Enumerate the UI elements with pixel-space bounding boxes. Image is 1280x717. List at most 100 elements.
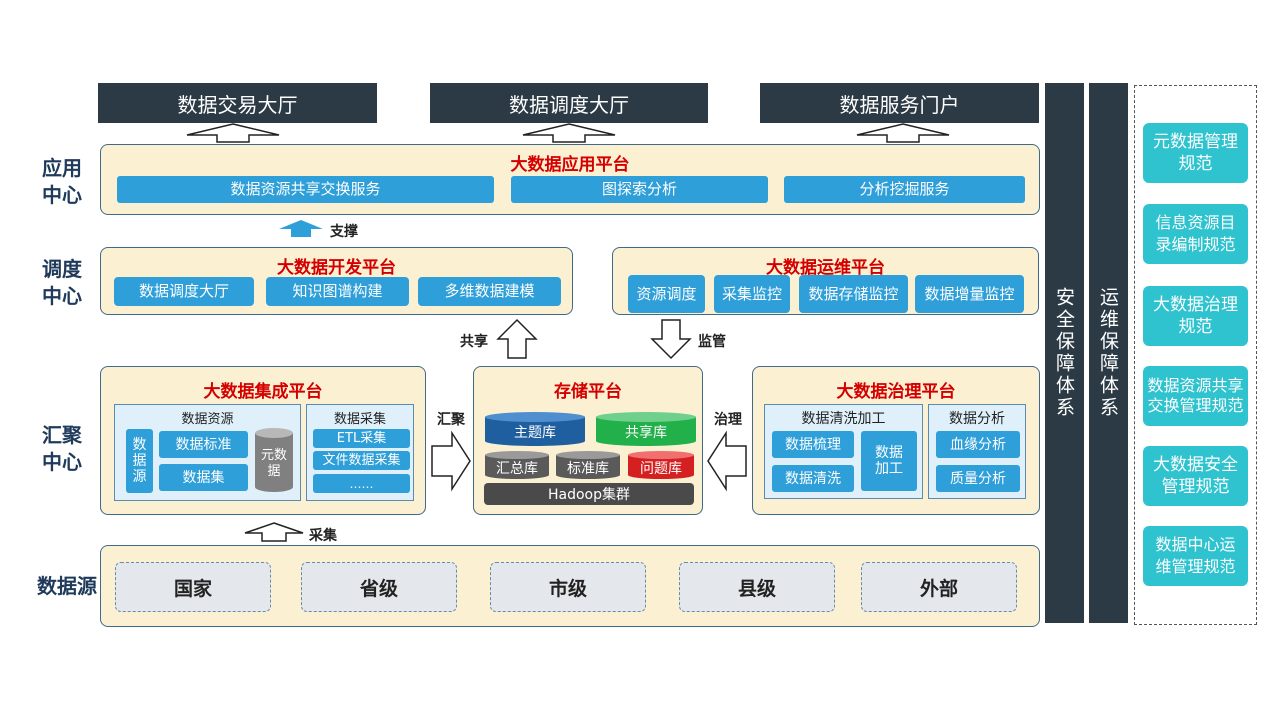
support-label: 支撑 — [330, 224, 358, 240]
ops-guarantee-label: 运维保障体系 — [1097, 287, 1119, 419]
row-label-line: 应用 — [42, 156, 82, 180]
aggregate-label: 汇聚 — [437, 412, 465, 428]
file-collection-button[interactable]: 文件数据采集 — [313, 451, 410, 470]
app-platform-panel: 大数据应用平台 数据资源共享交换服务 图探索分析 分析挖掘服务 — [100, 144, 1040, 215]
row-label-data-source: 数据源 — [37, 574, 97, 598]
row-label-dispatch-center: 调度 中心 — [30, 256, 94, 310]
standard-item[interactable]: 大数据安全管理规范 — [1143, 446, 1248, 506]
data-cleaning-button[interactable]: 数据清洗 — [772, 465, 854, 492]
app-platform-title: 大数据应用平台 — [510, 155, 630, 175]
hadoop-cluster: Hadoop集群 — [484, 483, 694, 505]
portal-data-service: 数据服务门户 — [760, 83, 1039, 123]
dispatch-hall-button[interactable]: 数据调度大厅 — [114, 277, 254, 306]
dataset-button[interactable]: 数据集 — [159, 464, 248, 491]
source-external[interactable]: 外部 — [861, 562, 1017, 612]
row-label-line: 中心 — [42, 183, 82, 207]
security-guarantee-label: 安全保障体系 — [1053, 287, 1075, 419]
data-processing-button[interactable]: 数据加工 — [861, 431, 917, 491]
collect-label: 采集 — [309, 528, 337, 544]
topic-db-label: 主题库 — [514, 425, 556, 441]
database-icon — [485, 451, 549, 479]
arrow-up-icon — [496, 318, 538, 359]
data-source-button[interactable]: 数据源 — [126, 429, 153, 493]
share-label: 共享 — [460, 334, 488, 350]
standard-item[interactable]: 大数据治理规范 — [1143, 286, 1248, 346]
more-collection-button[interactable]: …… — [313, 474, 410, 493]
data-sorting-button[interactable]: 数据梳理 — [772, 431, 854, 458]
governance-platform-panel: 大数据治理平台 数据清洗加工 数据梳理 数据清洗 数据加工 数据分析 血缘分析 … — [752, 366, 1040, 515]
integration-platform-title: 大数据集成平台 — [203, 382, 323, 402]
source-national[interactable]: 国家 — [115, 562, 271, 612]
sharing-exchange-service-button[interactable]: 数据资源共享交换服务 — [117, 176, 494, 203]
row-label-gather-center: 汇聚 中心 — [30, 422, 94, 476]
shared-db-label: 共享库 — [625, 425, 667, 441]
issue-db-label: 问题库 — [640, 461, 682, 477]
storage-platform-title: 存储平台 — [554, 382, 622, 402]
security-guarantee-bar: 安全保障体系 — [1045, 83, 1084, 623]
arrow-up-icon — [856, 123, 950, 143]
portal-data-trading-hall: 数据交易大厅 — [98, 83, 377, 123]
row-label-line: 中心 — [42, 450, 82, 474]
portal-label: 数据调度大厅 — [509, 92, 629, 117]
data-collection-box: 数据采集 ETL采集 文件数据采集 …… — [306, 404, 414, 501]
database-icon — [556, 451, 620, 479]
ops-platform-panel: 大数据运维平台 资源调度 采集监控 数据存储监控 数据增量监控 — [612, 247, 1039, 315]
resource-scheduling-button[interactable]: 资源调度 — [628, 275, 705, 313]
ops-platform-title: 大数据运维平台 — [766, 258, 885, 278]
standards-column: 元数据管理规范 信息资源目录编制规范 大数据治理规范 数据资源共享交换管理规范 … — [1134, 85, 1257, 625]
storage-monitoring-button[interactable]: 数据存储监控 — [799, 275, 908, 313]
mining-service-button[interactable]: 分析挖掘服务 — [784, 176, 1025, 203]
governance-platform-title: 大数据治理平台 — [836, 382, 956, 402]
data-cleaning-box: 数据清洗加工 数据梳理 数据清洗 数据加工 — [764, 404, 923, 499]
row-label-line: 汇聚 — [42, 423, 82, 447]
arrow-up-icon — [244, 522, 304, 542]
metadata-label: 元数据 — [261, 448, 288, 479]
database-icon — [485, 412, 585, 446]
data-standard-button[interactable]: 数据标准 — [159, 431, 248, 458]
lineage-analysis-button[interactable]: 血缘分析 — [936, 431, 1020, 458]
source-provincial[interactable]: 省级 — [301, 562, 457, 612]
row-label-app-center: 应用 中心 — [30, 155, 94, 209]
multidim-modeling-button[interactable]: 多维数据建模 — [418, 277, 561, 306]
arrow-up-icon — [279, 220, 323, 237]
arrow-up-icon — [522, 123, 616, 143]
row-label-line: 中心 — [42, 284, 82, 308]
dev-platform-panel: 大数据开发平台 数据调度大厅 知识图谱构建 多维数据建模 — [100, 247, 573, 315]
dev-platform-title: 大数据开发平台 — [277, 258, 396, 278]
standard-item[interactable]: 数据中心运维管理规范 — [1143, 526, 1248, 586]
knowledge-graph-button[interactable]: 知识图谱构建 — [266, 277, 409, 306]
arrow-right-icon — [431, 430, 471, 492]
standard-item[interactable]: 元数据管理规范 — [1143, 123, 1248, 183]
quality-analysis-button[interactable]: 质量分析 — [936, 465, 1020, 492]
standard-db-label: 标准库 — [567, 461, 609, 477]
standard-item[interactable]: 信息资源目录编制规范 — [1143, 204, 1248, 264]
arrow-up-icon — [186, 123, 280, 143]
summary-db-label: 汇总库 — [496, 461, 538, 477]
data-source-panel: 国家 省级 市级 县级 外部 — [100, 545, 1040, 627]
data-resources-box: 数据资源 数据源 数据标准 数据集 元数据 — [114, 404, 301, 501]
standard-item[interactable]: 数据资源共享交换管理规范 — [1143, 366, 1248, 426]
data-cleaning-title: 数据清洗加工 — [801, 411, 886, 427]
data-analysis-title: 数据分析 — [949, 411, 1005, 427]
data-collection-title: 数据采集 — [333, 412, 386, 427]
integration-platform-panel: 大数据集成平台 数据资源 数据源 数据标准 数据集 元数据 数据采集 ETL采集… — [100, 366, 426, 515]
govern-label: 治理 — [714, 412, 742, 428]
source-county[interactable]: 县级 — [679, 562, 835, 612]
portal-data-dispatch-hall: 数据调度大厅 — [430, 83, 708, 123]
portal-label: 数据服务门户 — [839, 92, 960, 117]
source-city[interactable]: 市级 — [490, 562, 646, 612]
etl-collection-button[interactable]: ETL采集 — [313, 429, 410, 448]
database-icon — [596, 412, 696, 446]
row-label-line: 调度 — [42, 257, 82, 281]
data-analysis-box: 数据分析 血缘分析 质量分析 — [928, 404, 1026, 499]
graph-exploration-button[interactable]: 图探索分析 — [511, 176, 768, 203]
ops-guarantee-bar: 运维保障体系 — [1089, 83, 1128, 623]
database-icon — [255, 428, 293, 492]
storage-platform-panel: 存储平台 主题库 共享库 汇总库 标准库 问题库 Hadoop集群 — [473, 366, 703, 515]
portal-label: 数据交易大厅 — [177, 92, 298, 117]
arrow-left-icon — [707, 430, 747, 492]
data-resources-title: 数据资源 — [181, 412, 234, 427]
arrow-down-icon — [650, 319, 692, 360]
collection-monitoring-button[interactable]: 采集监控 — [714, 275, 790, 313]
increment-monitoring-button[interactable]: 数据增量监控 — [915, 275, 1024, 313]
